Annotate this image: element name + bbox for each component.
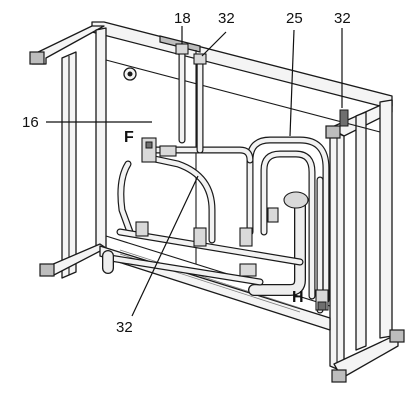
pipework	[102, 46, 330, 314]
lower-manifold-inner	[117, 229, 303, 265]
callout-32-bottom: 32	[116, 319, 133, 336]
leader-32-top	[201, 31, 227, 57]
back-panel-hole-core	[127, 71, 133, 77]
post-corner-right	[379, 99, 393, 339]
return-loop-2-inner	[261, 151, 315, 299]
post-back-left	[95, 27, 107, 253]
cap-top-left	[29, 51, 45, 65]
fitting-loop-tee	[267, 207, 279, 223]
callout-32-top: 32	[218, 10, 235, 27]
feed-pipe-upper-inner	[147, 147, 253, 163]
fitting-mid-valve-2	[239, 227, 253, 247]
cap-top-right	[325, 125, 341, 139]
fitting-h-nut	[317, 301, 327, 311]
foot-front-right	[331, 369, 347, 383]
drain-pipe-inner	[249, 197, 305, 295]
top-rail-back	[91, 21, 393, 107]
fitting-bottom-tee	[239, 263, 257, 277]
foot-front-left	[39, 263, 55, 277]
frame	[29, 21, 405, 383]
fitting-f-nut	[145, 141, 153, 149]
callout-25: 25	[286, 10, 303, 27]
back-brace-upper	[105, 59, 381, 133]
drain-outlet	[283, 191, 309, 209]
leader-32-bottom	[131, 175, 199, 317]
left-loop-pipe-inner	[147, 155, 215, 243]
fitting-32-top	[193, 53, 207, 65]
fitting-f-2	[159, 145, 177, 157]
callout-18: 18	[174, 10, 191, 27]
fitting-18-top	[175, 43, 189, 55]
callouts: 18 32 25 32 16 32 F H	[22, 10, 351, 336]
marker-h: H	[292, 289, 304, 306]
leader-25	[289, 29, 295, 137]
left-drop-pipe-inner	[118, 161, 133, 235]
callout-16: 16	[22, 114, 39, 131]
fitting-mid-valve	[193, 227, 207, 247]
fitting-32-right	[339, 109, 349, 127]
leader-lines	[46, 26, 343, 317]
foot-right-corner	[389, 329, 405, 343]
bottom-pipe-inner	[107, 255, 263, 285]
marker-f: F	[124, 129, 134, 146]
post-mid-right	[355, 111, 367, 351]
fitting-left-low	[135, 221, 149, 237]
fittings	[135, 43, 349, 311]
callout-32-right: 32	[334, 10, 351, 27]
rail-shading	[119, 249, 301, 309]
